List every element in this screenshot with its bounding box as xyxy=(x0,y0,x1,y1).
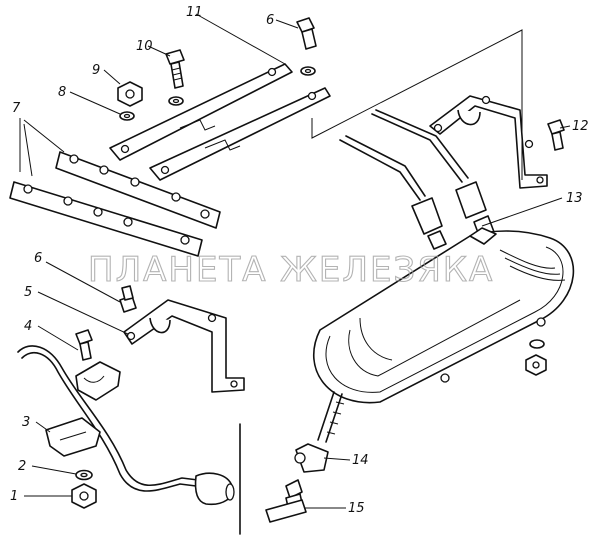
callout-10: 10 xyxy=(136,39,153,54)
callout-6-top: 6 xyxy=(266,13,274,28)
callout-9: 9 xyxy=(92,63,100,78)
bracket-5 xyxy=(123,299,245,393)
washer-2 xyxy=(75,469,93,481)
bolt-12 xyxy=(547,119,565,151)
callout-12: 12 xyxy=(572,119,589,134)
fuel-pipe xyxy=(17,345,235,506)
drain-valve-15 xyxy=(239,423,307,535)
nut-9 xyxy=(117,81,143,107)
bolt-4 xyxy=(75,329,93,361)
callout-11: 11 xyxy=(186,5,203,20)
mounting-strap-7 xyxy=(9,151,221,257)
washer-8 xyxy=(119,111,135,121)
callout-4: 4 xyxy=(24,319,32,334)
callout-7: 7 xyxy=(12,101,21,116)
fuel-tank-13 xyxy=(313,227,575,404)
bolt-6-left xyxy=(119,285,137,313)
callout-2: 2 xyxy=(18,459,26,474)
callout-3: 3 xyxy=(22,415,30,430)
watermark-text: ПЛАНЕТА ЖЕЛЕЗЯКА xyxy=(88,250,494,290)
bolt-6-top xyxy=(296,17,317,50)
callout-8: 8 xyxy=(58,85,66,100)
nut-right xyxy=(525,339,547,376)
clip-4 xyxy=(75,361,121,401)
leader-lines xyxy=(19,13,571,509)
callout-13: 13 xyxy=(566,191,583,206)
callout-5: 5 xyxy=(24,285,32,300)
washer-near-bolt-6 xyxy=(300,66,316,76)
callout-14: 14 xyxy=(352,453,369,468)
clip-3 xyxy=(45,417,101,457)
nut-1 xyxy=(71,483,97,509)
cable-plugs xyxy=(339,109,495,250)
hose-fitting-14 xyxy=(294,391,345,473)
callout-15: 15 xyxy=(348,501,365,516)
callout-1: 1 xyxy=(10,489,18,504)
washer-near-bolt-10 xyxy=(168,96,184,106)
plate-11 xyxy=(109,63,331,181)
bracket-upper xyxy=(429,95,548,189)
bolt-10 xyxy=(165,49,185,89)
callout-6-left: 6 xyxy=(34,251,42,266)
callout-labels: 11 6 10 9 8 7 12 13 6 5 4 3 2 1 14 15 xyxy=(10,5,589,516)
